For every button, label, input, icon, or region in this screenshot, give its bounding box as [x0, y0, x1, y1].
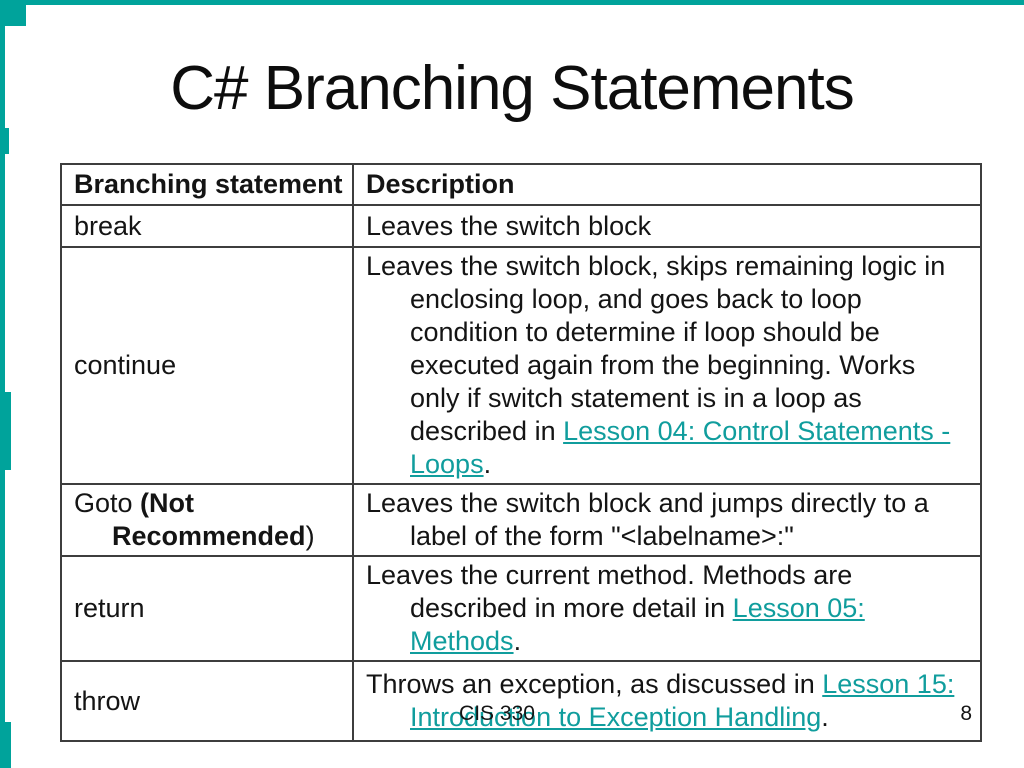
- table-header-row: Branching statement Description: [60, 163, 982, 206]
- description-cell: Leaves the switch block and jumps direct…: [352, 483, 982, 557]
- edge-decoration-left-dash-1: [0, 128, 9, 154]
- footer-course-label: CIS 330: [459, 702, 535, 725]
- text: throw: [74, 685, 141, 716]
- edge-decoration-top: [0, 0, 1024, 5]
- lesson-link[interactable]: Lesson 04: Control Statements - Loops: [410, 416, 951, 479]
- page-number: 8: [960, 702, 972, 725]
- text: Goto: [74, 488, 141, 518]
- table-row-break: break Leaves the switch block: [60, 204, 982, 248]
- text: continue: [74, 350, 177, 380]
- lesson-link[interactable]: Lesson 05: Methods: [410, 593, 865, 656]
- description-cell: Leaves the switch block, skips remaining…: [352, 246, 982, 485]
- table-header-description: Description: [352, 163, 982, 206]
- table-row-throw: throw Throws an exception, as discussed i…: [60, 660, 982, 742]
- text: .: [483, 449, 492, 479]
- edge-decoration-left-dash-2: [0, 392, 11, 470]
- table-row-return: return Leaves the current method. Methods…: [60, 555, 982, 662]
- edge-decoration-corner: [0, 0, 26, 26]
- table-row-goto: Goto (Not Recommended)Leaves the switch …: [60, 483, 982, 557]
- statement-cell: throw: [60, 660, 354, 742]
- statement-cell: return: [60, 555, 354, 662]
- lesson-link[interactable]: Lesson 15: Introduction to Exception Han…: [410, 669, 955, 732]
- text: Throws an exception, as discussed in: [366, 669, 823, 699]
- text: Leaves the switch block, skips remaining…: [366, 251, 946, 446]
- table-row-continue: continue Leaves the switch block, skips r…: [60, 246, 982, 485]
- text: .: [513, 626, 522, 656]
- slide-title: C# Branching Statements: [170, 54, 855, 123]
- text: .: [821, 702, 829, 732]
- description-cell: Leaves the switch block: [352, 204, 982, 248]
- text: Leaves the current method. Methods are d…: [366, 560, 853, 623]
- text: ): [305, 521, 315, 551]
- bold-text: (Not Recommended: [112, 488, 306, 551]
- edge-decoration-left: [0, 0, 5, 768]
- table-header-branching-statement: Branching statement: [60, 163, 354, 206]
- statement-cell: Goto (Not Recommended): [60, 483, 354, 557]
- description-cell: Leaves the current method. Methods are d…: [352, 555, 982, 662]
- text: Leaves the switch block: [366, 210, 652, 241]
- statement-cell: break: [60, 204, 354, 248]
- statement-cell: continue: [60, 246, 354, 485]
- edge-decoration-left-dash-3: [0, 722, 11, 768]
- description-cell: Throws an exception, as discussed in Les…: [352, 660, 982, 742]
- text: Leaves the switch block and jumps direct…: [366, 488, 929, 551]
- text: break: [74, 210, 142, 241]
- text: return: [74, 593, 145, 623]
